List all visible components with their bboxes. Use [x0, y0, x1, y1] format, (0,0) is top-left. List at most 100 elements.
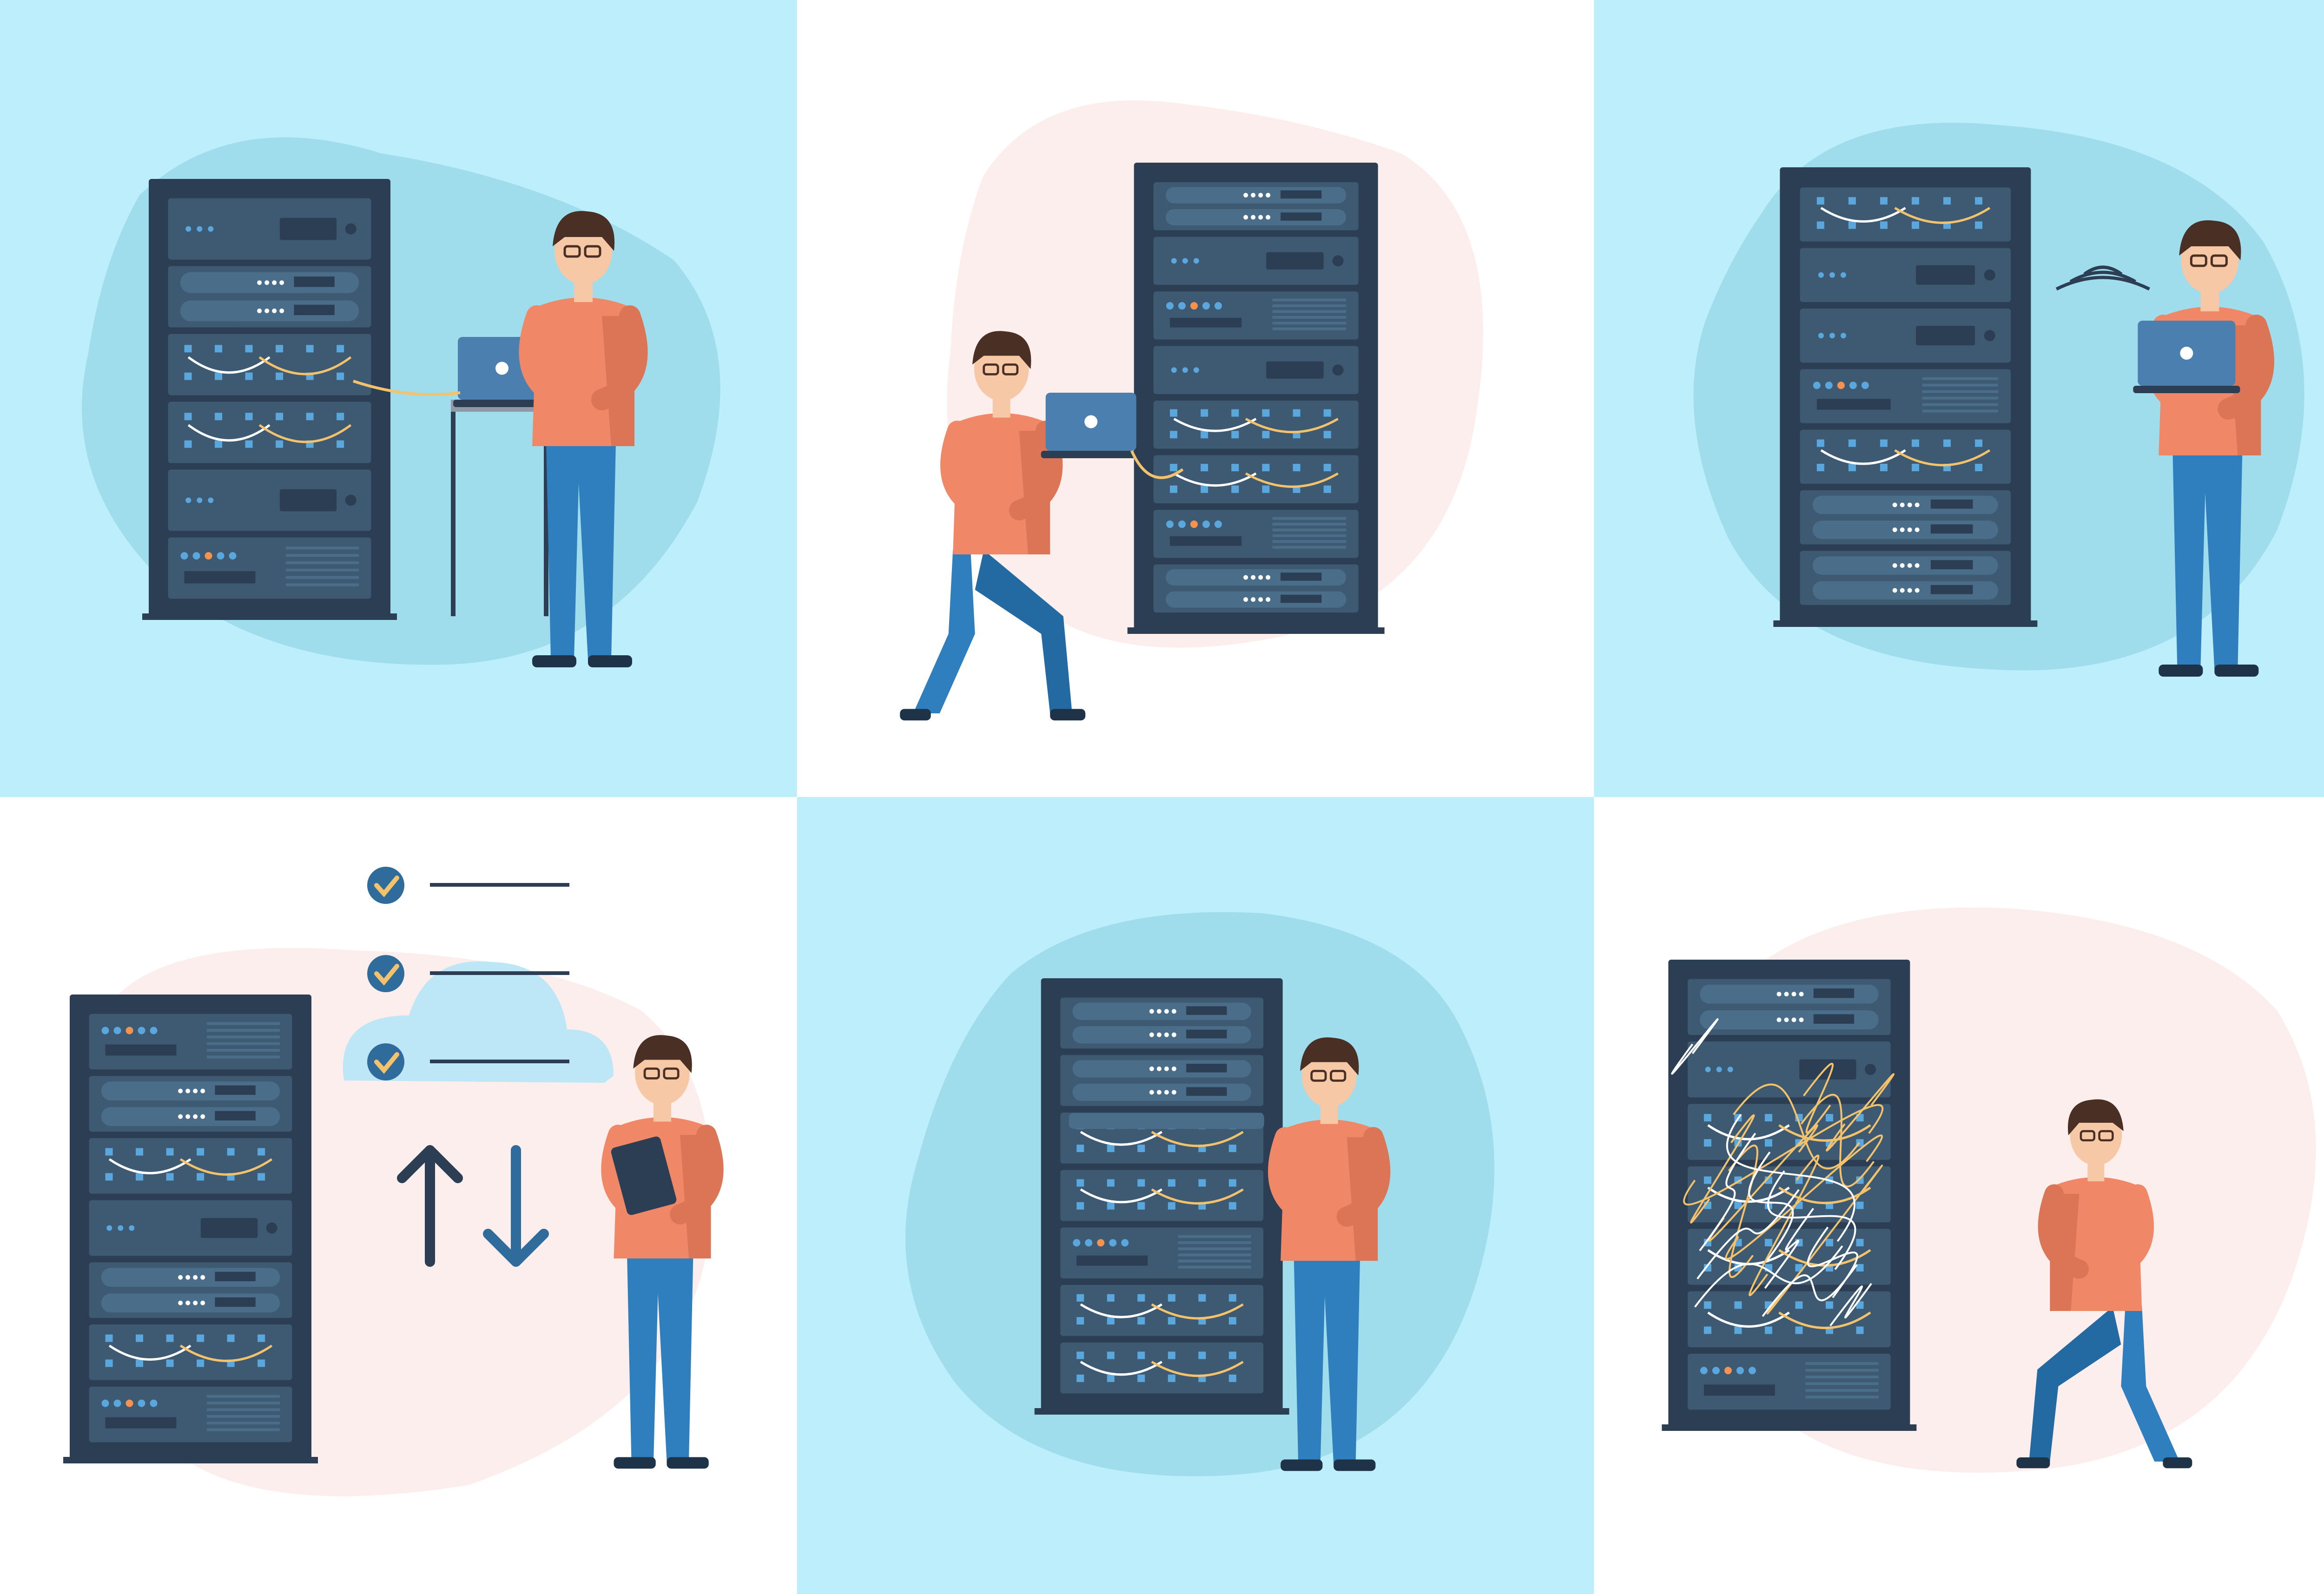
technician [519, 211, 648, 667]
rack-port [105, 1148, 113, 1156]
rack-vent [206, 1049, 280, 1052]
rack-unit [1153, 346, 1359, 394]
rack-port [257, 1173, 265, 1181]
rack-display [1281, 212, 1322, 221]
shoe [588, 655, 632, 667]
rack-port [1734, 1301, 1742, 1309]
rack-port [245, 372, 253, 380]
tile-server-admin-wireless [1594, 0, 2324, 797]
rack-port [1228, 1374, 1236, 1382]
rack-vent [1922, 409, 1998, 413]
rack-led [1171, 1066, 1176, 1071]
rack-knob [1332, 255, 1344, 267]
tangled-cable [1728, 1144, 1758, 1278]
rack-port [1703, 1326, 1711, 1334]
rack-port [1911, 197, 1919, 205]
cable [1173, 418, 1257, 432]
rack-port [1228, 1179, 1236, 1187]
rack-port [215, 345, 223, 353]
rack-vent [1178, 1265, 1251, 1269]
rack-port [215, 440, 223, 448]
cable [1151, 1361, 1244, 1377]
rack-led [125, 1399, 133, 1407]
rack-led [1900, 563, 1905, 568]
rack-port [1323, 485, 1331, 493]
rack-unit [1800, 369, 2011, 423]
rack-port [1198, 1179, 1206, 1187]
cable [353, 380, 461, 396]
rack-port [215, 413, 223, 421]
rack-led [150, 1027, 158, 1034]
tangled-cable [1766, 1165, 1883, 1315]
rack-port [1076, 1294, 1084, 1302]
rack-display [1930, 499, 1973, 509]
rack-display [1930, 524, 1973, 534]
rack-port [197, 1148, 205, 1156]
shoe [900, 709, 931, 721]
rack-vent [285, 568, 359, 572]
rack-led [1266, 215, 1271, 220]
rack-unit [89, 1200, 292, 1256]
rack-port [1825, 1114, 1833, 1122]
rack-vent [1922, 396, 1998, 400]
rack-led [229, 552, 237, 560]
rack-led [101, 1399, 109, 1407]
rack-port [1168, 1317, 1175, 1325]
glasses [2080, 1130, 2095, 1142]
rack-port [1856, 1264, 1864, 1272]
cloud-icon [343, 961, 614, 1083]
rack-led [1121, 1239, 1129, 1247]
tile-server-admin-installing [797, 797, 1595, 1594]
rack-display [1930, 585, 1973, 594]
rack-port [136, 1173, 144, 1181]
rack-led [1849, 382, 1857, 389]
rack-port [1703, 1301, 1711, 1309]
rack-led [1202, 520, 1210, 528]
tangled-cable [1762, 1264, 1858, 1317]
rack-led [1727, 1067, 1733, 1073]
rack-port [227, 1148, 235, 1156]
laptop-icon [2133, 321, 2240, 393]
rack-port [276, 372, 284, 380]
rack-led [1892, 502, 1897, 507]
rack-vent [206, 1028, 280, 1032]
rack-port [1076, 1374, 1084, 1382]
technician [1268, 1037, 1391, 1471]
rack-led [1915, 588, 1920, 593]
tablet [611, 1136, 677, 1215]
rack-port [105, 1359, 113, 1367]
rack-port [1168, 1294, 1175, 1302]
rack-base [1773, 620, 2038, 627]
rack-vent [1272, 322, 1347, 325]
rack-port [1262, 431, 1270, 439]
rack-led [193, 1275, 198, 1280]
tangled-cable [1829, 1283, 1872, 1327]
rack-vent [1272, 304, 1347, 307]
cable [1080, 1361, 1162, 1376]
shoe [2159, 665, 2203, 677]
rack-vent [1272, 316, 1347, 319]
tangled-cable [1726, 1114, 1856, 1242]
rack-base [1662, 1424, 1917, 1431]
cable [1245, 418, 1339, 434]
cable [187, 424, 271, 441]
rack-port [166, 1148, 174, 1156]
rack-led [1202, 302, 1210, 310]
rack-port [1856, 1326, 1864, 1334]
rack-port [1323, 431, 1331, 439]
glasses [983, 363, 999, 375]
rack-led [1840, 272, 1846, 278]
rack-led [1251, 192, 1256, 198]
rack-led [217, 552, 224, 560]
rack-led [1156, 1090, 1162, 1095]
tangled-cable [1807, 1226, 1858, 1298]
rack-display [1930, 560, 1973, 569]
rack-port [1848, 439, 1856, 447]
rack-led [208, 226, 214, 232]
glasses [2190, 254, 2207, 267]
rack-vent [206, 1395, 280, 1398]
rack-led [1164, 1066, 1169, 1071]
rack-port [1880, 463, 1888, 471]
rack-vent [1178, 1259, 1251, 1263]
